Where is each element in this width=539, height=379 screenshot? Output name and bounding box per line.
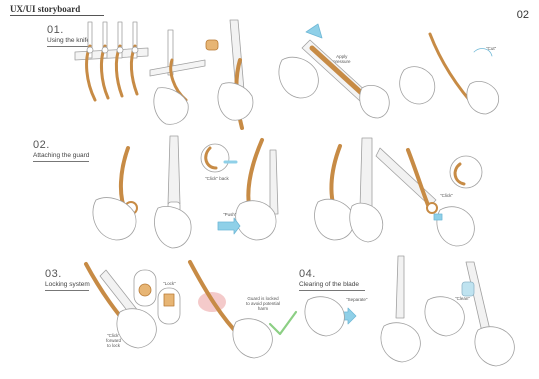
guard-attach-illustration: [315, 138, 383, 242]
hand-grab-knife-illustration: [150, 30, 205, 124]
guard-clicked-in-illustration: [376, 148, 482, 246]
blade-clean-illustration: [425, 262, 514, 366]
cut-apply-pressure-illustration: [279, 24, 389, 118]
guard-click-back-illustration: [201, 140, 278, 240]
guard-held-illustration: [93, 148, 137, 240]
hand-hold-knife-illustration: [206, 20, 253, 128]
lock-slide-illustration: [86, 264, 180, 348]
cut-complete-illustration: [400, 34, 499, 114]
knife-rack-illustration: [75, 22, 148, 100]
guard-locked-illustration: [190, 262, 296, 358]
knife-in-hand-illustration: [154, 136, 191, 248]
blade-separate-illustration: [305, 256, 420, 362]
